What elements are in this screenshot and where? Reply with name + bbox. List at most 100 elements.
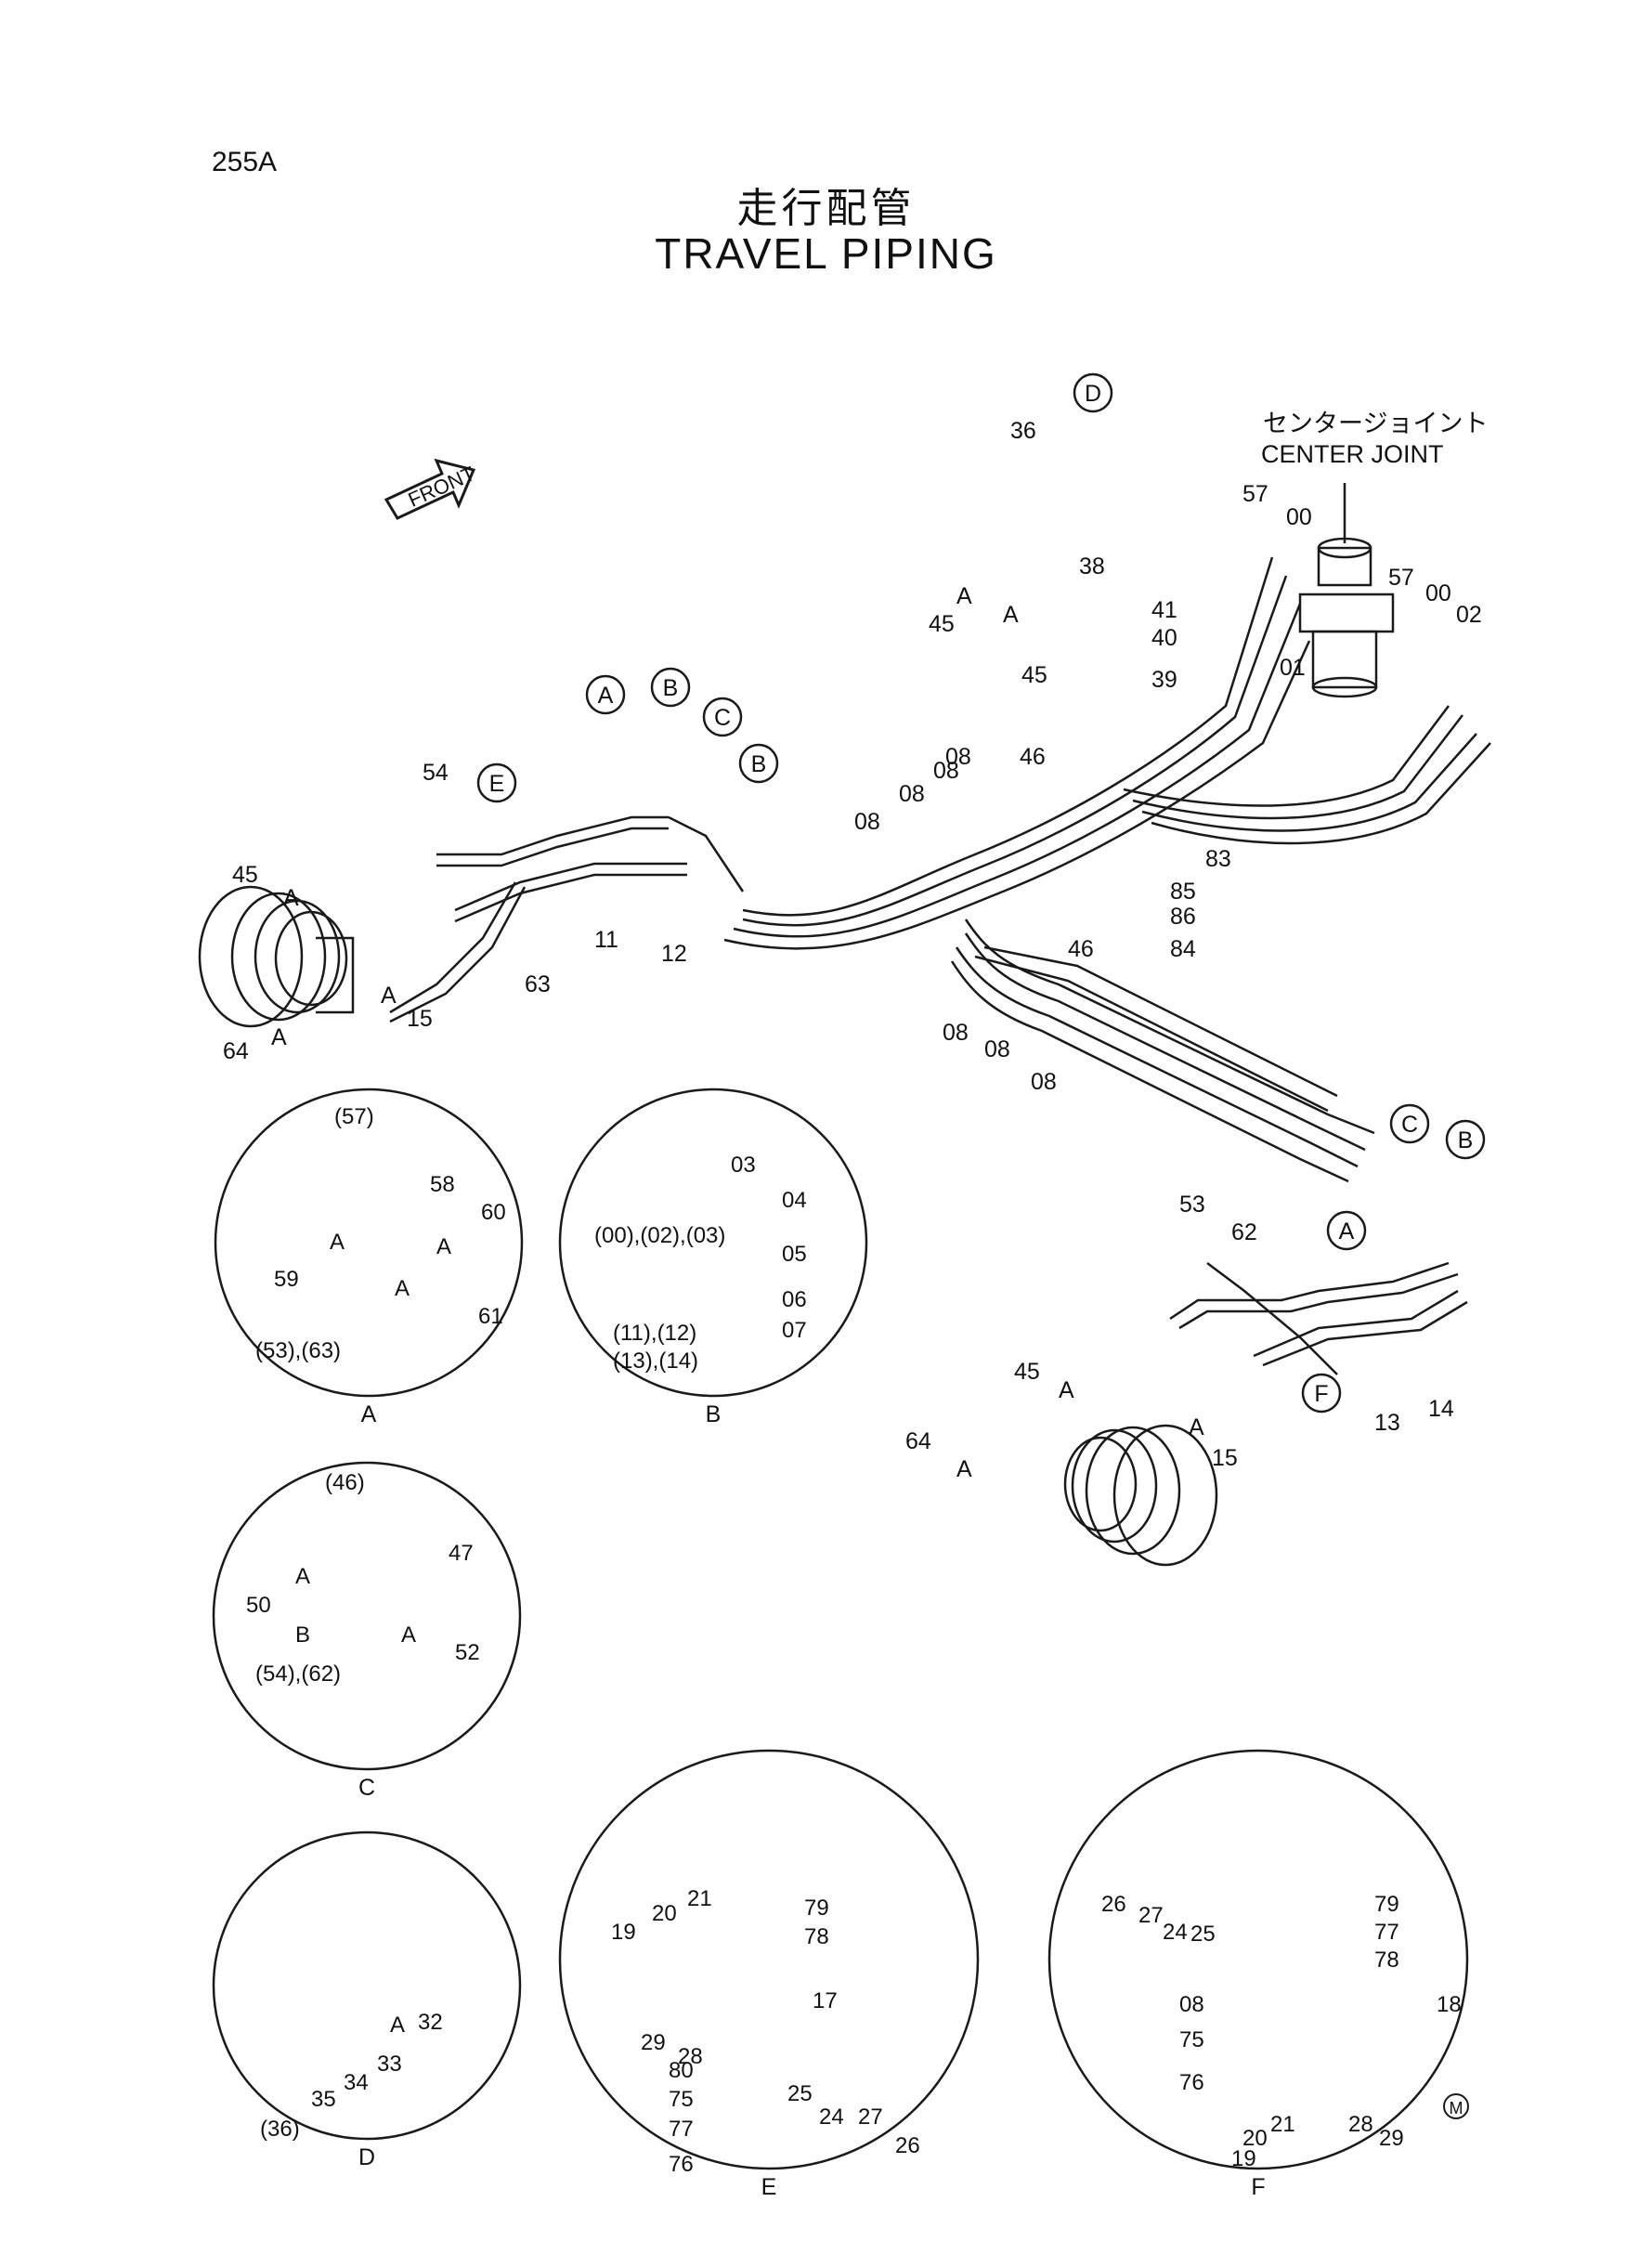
detail-part-label: 77	[669, 2117, 694, 2142]
part-label: 83	[1205, 846, 1231, 872]
detail-part-label: 76	[1179, 2070, 1204, 2095]
detail-circle-e	[558, 1749, 980, 2170]
detail-part-label: 07	[782, 1318, 807, 1343]
title-japanese: 走行配管	[736, 186, 916, 231]
part-label: 64	[905, 1428, 931, 1454]
detail-part-label: 60	[481, 1200, 506, 1225]
detail-circle-a	[214, 1088, 524, 1398]
detail-part-label: 06	[782, 1287, 807, 1312]
part-label: A	[271, 1024, 287, 1050]
pipes-left	[389, 815, 745, 1023]
callout-circle	[650, 667, 691, 708]
callout-circle	[1073, 372, 1113, 413]
detail-letter: E	[761, 2174, 777, 2200]
detail-part-label: 79	[1374, 1892, 1399, 1917]
detail-part-label: (13),(14)	[613, 1348, 698, 1374]
part-label: 36	[1010, 418, 1036, 444]
detail-part-label: 80	[669, 2058, 694, 2083]
part-label: 08	[899, 781, 925, 807]
detail-part-label: 21	[1270, 2112, 1295, 2137]
detail-part-label: B	[295, 1622, 310, 1648]
part-label: 08	[933, 758, 959, 784]
part-label: A	[381, 983, 397, 1009]
part-label: 85	[1170, 879, 1196, 905]
part-label: 45	[1014, 1359, 1040, 1385]
detail-part-label: A	[401, 1622, 416, 1648]
part-label: 00	[1425, 580, 1451, 606]
detail-letter: B	[706, 1401, 722, 1427]
detail-part-label: 19	[1231, 2146, 1256, 2171]
callout-label: A	[598, 683, 614, 709]
part-label: A	[1003, 602, 1019, 628]
part-label: 63	[525, 971, 551, 997]
part-label: A	[956, 583, 972, 609]
detail-part-label: 29	[1379, 2126, 1404, 2151]
callout-circle	[1445, 1119, 1486, 1160]
callout-circle	[1389, 1103, 1430, 1144]
part-label: 01	[1280, 655, 1306, 681]
part-label: 62	[1231, 1219, 1257, 1245]
part-label: 64	[223, 1038, 249, 1064]
detail-part-label: A	[295, 1564, 310, 1589]
detail-part-label: 27	[858, 2104, 883, 2130]
detail-part-label: 79	[804, 1896, 829, 1921]
part-label: 08	[984, 1036, 1010, 1062]
detail-part-label: (00),(02),(03)	[594, 1223, 725, 1248]
callout-label: B	[663, 675, 679, 701]
detail-part-label: 32	[418, 2010, 443, 2035]
detail-part-label: A	[330, 1230, 345, 1255]
callout-label: E	[489, 771, 505, 797]
part-labels: 36570057000201384140394545AA460808080883…	[223, 418, 1482, 1482]
part-label: 15	[1212, 1445, 1238, 1471]
part-label: A	[956, 1456, 972, 1482]
callout-circle	[476, 762, 517, 803]
callout-label: A	[1339, 1218, 1355, 1244]
detail-part-label: 20	[652, 1901, 677, 1926]
part-label: A	[1189, 1414, 1204, 1440]
detail-part-label: 17	[813, 1988, 838, 2013]
hose-bundle-upper	[723, 556, 1491, 950]
detail-part-label: 59	[274, 1267, 299, 1292]
part-label: 12	[661, 941, 687, 967]
callout-circle	[585, 674, 626, 715]
detail-part-label: 18	[1437, 1992, 1462, 2017]
part-label: 39	[1151, 667, 1177, 693]
detail-part-label: A	[395, 1276, 410, 1301]
detail-part-label: 25	[787, 2081, 813, 2106]
center-joint-label-en: CENTER JOINT	[1261, 440, 1444, 468]
detail-part-label: 19	[611, 1920, 636, 1945]
center-joint	[1298, 483, 1395, 698]
callout-label: B	[751, 751, 767, 777]
center-joint-label-ja: センタージョイント	[1263, 410, 1488, 437]
part-label: 57	[1242, 481, 1268, 507]
part-label: 13	[1374, 1410, 1400, 1436]
part-label: 84	[1170, 936, 1196, 962]
detail-part-label: (53),(63)	[255, 1338, 341, 1363]
part-label: 45	[1021, 662, 1047, 688]
detail-part-label: 28	[1348, 2112, 1373, 2137]
part-label: 38	[1079, 554, 1105, 580]
detail-part-label: 25	[1190, 1922, 1216, 1947]
part-label: 46	[1068, 936, 1094, 962]
part-label: 00	[1286, 504, 1312, 530]
detail-part-label: 24	[819, 2104, 844, 2130]
detail-part-label: 58	[430, 1172, 455, 1197]
callout-circle	[1326, 1210, 1367, 1251]
part-label: A	[283, 885, 299, 911]
detail-circle-f	[1047, 1749, 1469, 2170]
front-arrow-icon: FRONT	[384, 458, 478, 520]
detail-part-label: 52	[455, 1640, 480, 1665]
detail-part-label: 03	[731, 1153, 756, 1178]
detail-part-label: 76	[669, 2152, 694, 2177]
part-label: A	[1059, 1377, 1074, 1403]
detail-part-label: 08	[1179, 1992, 1204, 2017]
detail-part-label: 28	[678, 2044, 703, 2069]
travel-motor-right	[1063, 1424, 1218, 1567]
detail-part-label: 75	[1179, 2027, 1204, 2052]
part-label: 08	[943, 1020, 969, 1046]
detail-part-label: (57)	[334, 1104, 374, 1129]
detail-part-label: 34	[344, 2070, 369, 2095]
callout-circle	[702, 697, 743, 737]
